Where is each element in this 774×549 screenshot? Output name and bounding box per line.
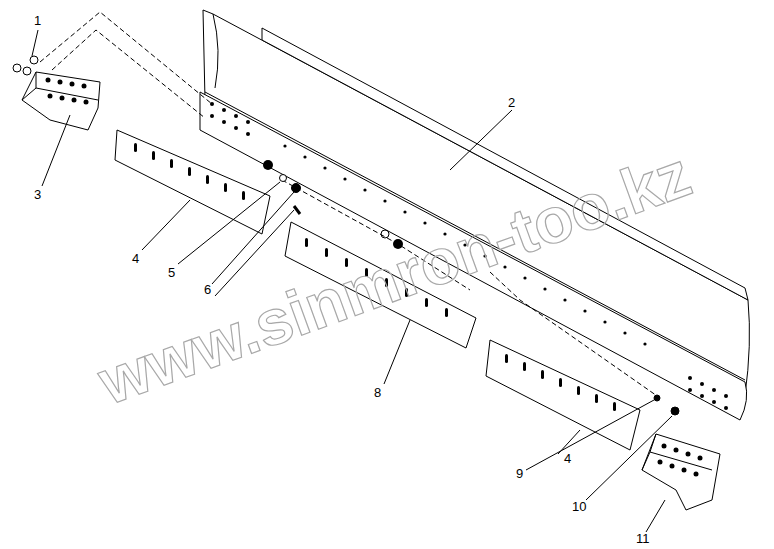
end-bit [22, 72, 100, 130]
callout-number: 8 [374, 386, 381, 399]
callout-number: 6 [204, 283, 211, 296]
callout-number: 3 [34, 188, 41, 201]
cutting-edge [486, 340, 640, 450]
callout-number: 11 [636, 532, 650, 545]
cutting-edge [115, 130, 270, 234]
callout-number: 1 [34, 14, 41, 27]
callout-number: 4 [564, 452, 571, 465]
callout-number: 10 [572, 500, 586, 513]
callout-number: 2 [508, 96, 515, 109]
callout-number: 5 [168, 266, 175, 279]
callout-number: 4 [132, 252, 139, 265]
callout-number: 9 [516, 467, 523, 480]
end-bit [642, 434, 720, 510]
